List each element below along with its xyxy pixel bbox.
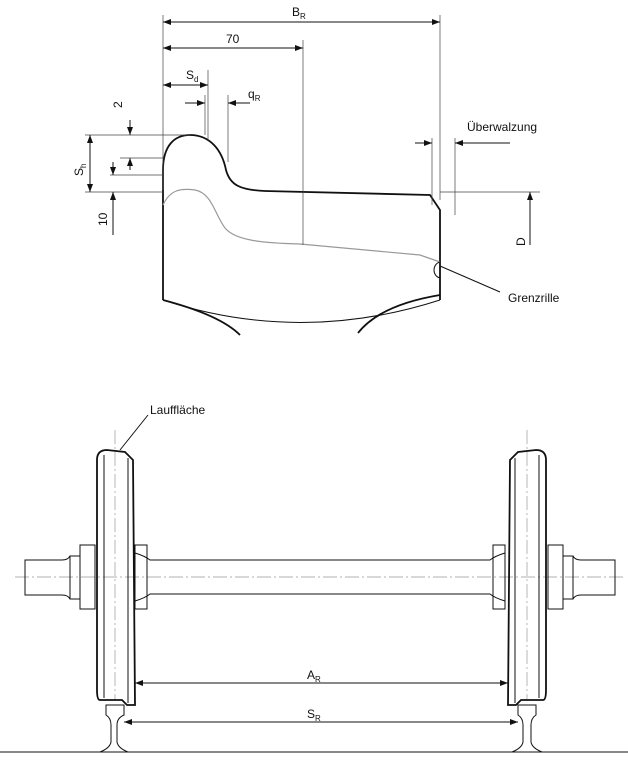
label-a-r: AR xyxy=(307,668,321,684)
label-grenzrille: Grenzrille xyxy=(508,291,560,305)
dimension-lines xyxy=(87,19,533,293)
label-b-r: BR xyxy=(292,5,306,21)
label-q-r: qR xyxy=(248,87,261,103)
profile-right-hub-arc xyxy=(357,294,441,334)
label-s-h: Sh xyxy=(72,164,88,176)
grenzrille-groove xyxy=(433,261,441,279)
label-70: 70 xyxy=(226,32,240,46)
right-wheel xyxy=(507,449,547,706)
right-journal xyxy=(563,555,616,600)
axle-body xyxy=(134,552,506,602)
worn-profile-line xyxy=(162,188,441,263)
wheelset xyxy=(0,414,628,753)
wheel-profile xyxy=(162,134,441,336)
label-d: D xyxy=(514,237,528,246)
label-2: 2 xyxy=(111,101,125,108)
left-rail xyxy=(99,704,129,753)
lauffläche-leader xyxy=(119,414,149,451)
label-10: 10 xyxy=(96,212,110,226)
profile-left-hub-arc xyxy=(162,299,241,336)
label-lauffläche: Lauffläche xyxy=(150,403,205,417)
profile-bottom-arc xyxy=(162,299,441,323)
left-wheel xyxy=(96,449,136,706)
right-hub xyxy=(547,544,564,610)
label-s-d: Sd xyxy=(186,68,198,84)
left-inner-hub xyxy=(134,544,148,610)
label-ueberwalzung: Überwalzung xyxy=(467,120,537,134)
left-hub xyxy=(79,544,96,610)
right-rail xyxy=(511,704,543,753)
label-s-r: SR xyxy=(307,707,321,723)
left-journal xyxy=(24,555,80,600)
profile-outline xyxy=(162,134,441,300)
right-inner-hub xyxy=(492,544,506,610)
